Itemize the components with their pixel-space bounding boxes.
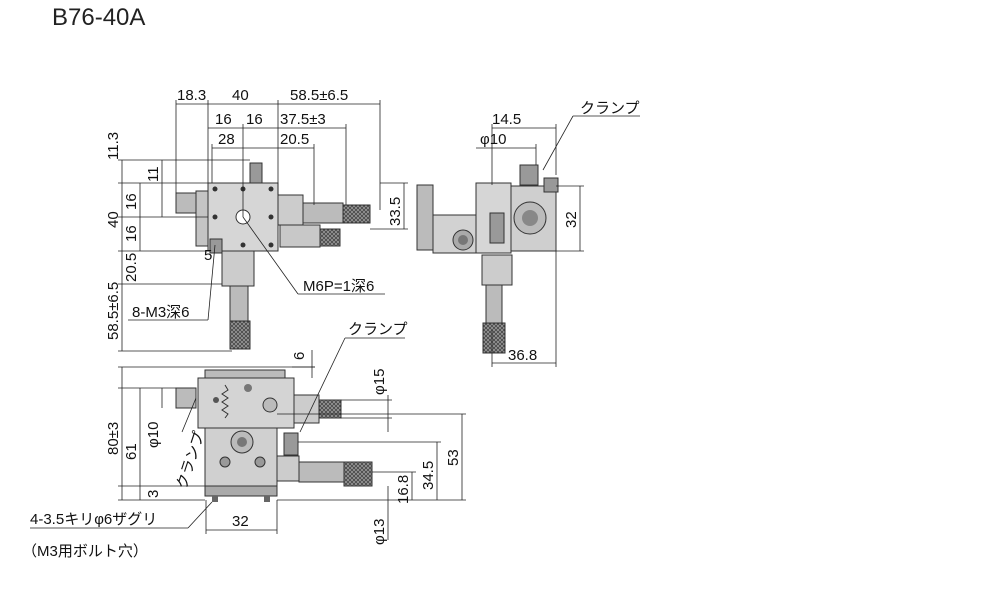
- front-upper-knob: [318, 399, 342, 419]
- dim-33-5: 33.5: [387, 197, 404, 226]
- callout-holes: 4-3.5キリφ6ザグリ: [30, 511, 157, 528]
- callout-m6p: M6P=1深6: [303, 278, 374, 295]
- dim-16-l2: 16: [123, 225, 140, 242]
- dim-5: 5: [204, 247, 212, 264]
- side-view: 14.5 φ10 クランプ 32 36.8: [416, 100, 640, 367]
- dim-37-5: 37.5±3: [280, 111, 326, 128]
- dim-phi10-side: φ10: [480, 131, 506, 148]
- callout-clamp-front-left: クランプ: [174, 429, 209, 491]
- dim-phi15: φ15: [371, 369, 388, 395]
- side-micrometer-knob: [482, 322, 506, 354]
- model-title: B76-40A: [52, 4, 146, 31]
- dim-61: 61: [123, 443, 140, 460]
- callout-clamp-side: クランプ: [580, 100, 640, 117]
- dim-phi13: φ13: [371, 519, 388, 545]
- dim-53: 53: [445, 449, 462, 466]
- dim-3: 3: [145, 490, 162, 498]
- dim-40-top: 40: [232, 87, 249, 104]
- front-view: 6 φ15 クランプ 80±3 61 φ10 クランプ 3 32 53 34.5…: [22, 321, 466, 560]
- dim-16-l1: 16: [123, 193, 140, 210]
- callout-holes-note: （M3用ボルト穴）: [22, 543, 148, 560]
- dim-18-3: 18.3: [177, 87, 206, 104]
- dim-16-8: 16.8: [395, 475, 412, 504]
- dim-32-front: 32: [232, 513, 249, 530]
- dim-58-5-left: 58.5±6.5: [105, 282, 122, 340]
- callout-clamp-front-top: クランプ: [348, 321, 408, 338]
- dim-20-5-left: 20.5: [123, 253, 140, 282]
- top-clamp-knob: [175, 192, 197, 214]
- front-lower-knob: [343, 461, 373, 487]
- callout-m3: 8-M3深6: [132, 304, 190, 321]
- top-micrometer-knob: [342, 204, 371, 224]
- dim-28: 28: [218, 131, 235, 148]
- top-view: 18.3 40 58.5±6.5 16 16 37.5±3 28 20.5 11…: [105, 87, 408, 352]
- dim-32-side: 32: [563, 211, 580, 228]
- dim-11: 11: [145, 166, 162, 182]
- dim-40-left: 40: [105, 211, 122, 228]
- dim-6: 6: [291, 352, 308, 360]
- dim-58-5: 58.5±6.5: [290, 87, 348, 104]
- dim-20-5-top: 20.5: [280, 131, 309, 148]
- dim-16a: 16: [215, 111, 232, 128]
- dim-80: 80±3: [105, 422, 122, 455]
- dim-36-8: 36.8: [508, 347, 537, 364]
- front-base: [204, 485, 278, 497]
- dim-16b: 16: [246, 111, 263, 128]
- dim-phi10-front: φ10: [145, 422, 162, 448]
- bottom-micrometer-knob: [229, 320, 251, 350]
- dim-11-3: 11.3: [105, 132, 122, 160]
- dim-14-5: 14.5: [492, 111, 521, 128]
- dim-34-5: 34.5: [420, 461, 437, 490]
